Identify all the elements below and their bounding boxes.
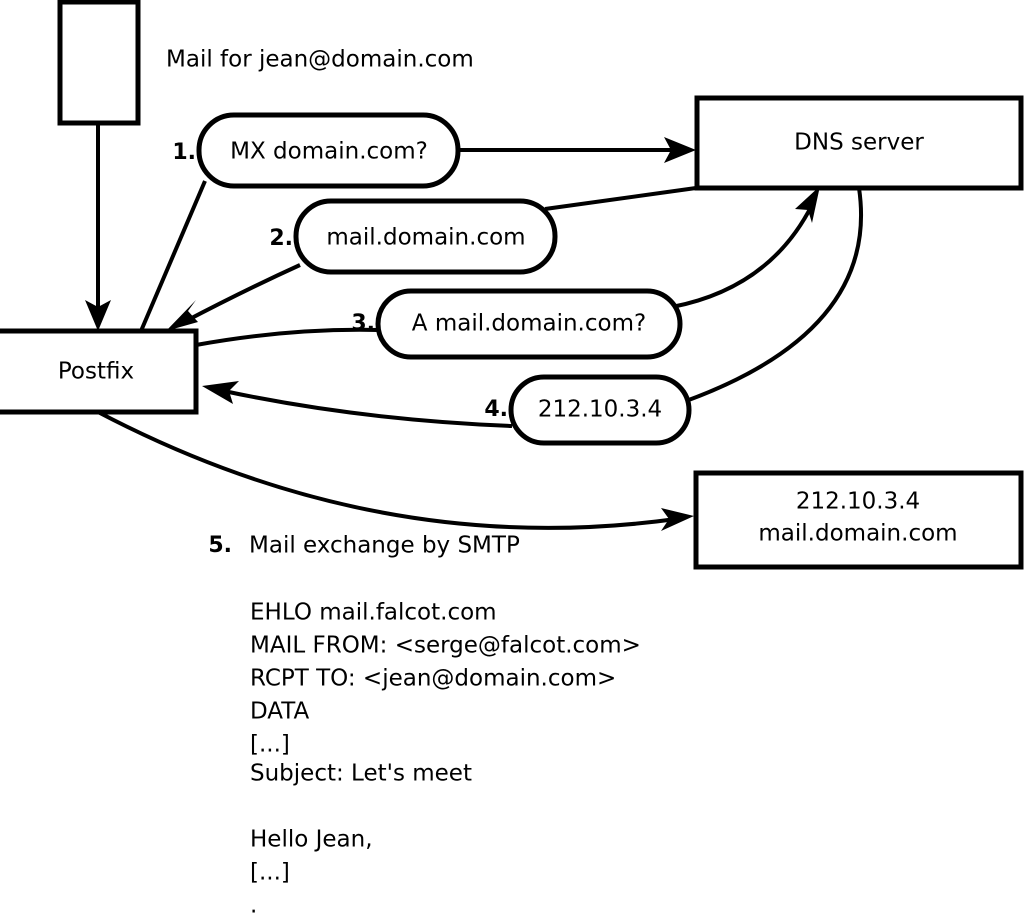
arrow-head-bubble1-dns (664, 137, 696, 163)
transcript-line: MAIL FROM: <serge@falcot.com> (250, 633, 641, 659)
postfix-box[interactable] (0, 328, 199, 415)
step-4-bubble[interactable] (508, 374, 692, 446)
transcript-line: . (250, 893, 257, 919)
mail-server-ip-label: 212.10.3.4 (796, 489, 920, 515)
step-3-bubble-group[interactable]: 3. A mail.domain.com? (351, 288, 683, 360)
edge-step4-dns-to-bubble (685, 187, 864, 403)
transcript-line: [...] (250, 860, 290, 886)
transcript-line: EHLO mail.falcot.com (250, 600, 497, 626)
title-label: Mail for jean@domain.com (166, 47, 474, 73)
edge-step2-bubble-to-postfix (166, 263, 301, 331)
step-3-number: 3. (351, 311, 375, 336)
transcript-line: DATA (250, 699, 310, 725)
step-1-bubble-group[interactable]: 1. MX domain.com? (172, 112, 461, 189)
step-2-bubble[interactable] (293, 198, 558, 275)
node-client[interactable] (57, 0, 141, 126)
step-3-label: A mail.domain.com? (412, 311, 646, 337)
node-postfix[interactable]: Postfix (0, 328, 199, 415)
step-2-label: mail.domain.com (326, 225, 525, 251)
node-dns-server[interactable]: DNS server (694, 95, 1024, 191)
step-3-bubble[interactable] (375, 288, 683, 360)
edge-step5-postfix-to-mailserver (97, 410, 694, 531)
edge-client-to-postfix (85, 124, 111, 331)
arrow-head-bubble2-postfix (166, 300, 198, 331)
edge-step1-bubble-to-dns (458, 137, 696, 163)
edge-step3-postfix-to-bubble (195, 327, 379, 347)
transcript-line: [...] (250, 732, 290, 758)
arrow-head-postfix-mailserver (661, 508, 694, 531)
node-mail-server[interactable]: 212.10.3.4 mail.domain.com (693, 470, 1024, 570)
step-2-number: 2. (269, 226, 293, 251)
edge-step1-postfix-to-bubble (139, 180, 207, 332)
edge-step2-dns-to-bubble (544, 186, 697, 211)
transcript-line: RCPT TO: <jean@domain.com> (250, 666, 616, 692)
arrow-head-bubble4-postfix (202, 381, 239, 404)
step-2-bubble-group[interactable]: 2. mail.domain.com (269, 198, 558, 275)
step-1-label: MX domain.com? (230, 139, 428, 165)
dns-server-label: DNS server (794, 130, 924, 156)
arrow-head-bubble3-dns (795, 186, 820, 223)
edge-step3-bubble-to-dns (671, 186, 820, 309)
step-5-label: Mail exchange by SMTP (249, 533, 520, 559)
transcript-line: Subject: Let's meet (250, 761, 472, 787)
mail-server-host-label: mail.domain.com (758, 521, 957, 547)
arrow-head-client-postfix (85, 300, 111, 331)
edge-step4-bubble-to-postfix (202, 381, 513, 428)
smtp-transcript: EHLO mail.falcot.com MAIL FROM: <serge@f… (250, 600, 641, 919)
client-box[interactable] (57, 0, 141, 126)
dns-server-box[interactable] (694, 95, 1024, 191)
step-4-bubble-group[interactable]: 4. 212.10.3.4 (484, 374, 692, 446)
step-4-number: 4. (484, 397, 508, 422)
mail-server-box[interactable] (693, 470, 1024, 570)
transcript-line: Hello Jean, (250, 827, 373, 853)
step-1-number: 1. (172, 140, 196, 165)
postfix-label: Postfix (58, 359, 134, 385)
step-4-label: 212.10.3.4 (538, 397, 662, 423)
step-5-number: 5. (208, 533, 232, 558)
step-1-bubble[interactable] (196, 112, 461, 189)
